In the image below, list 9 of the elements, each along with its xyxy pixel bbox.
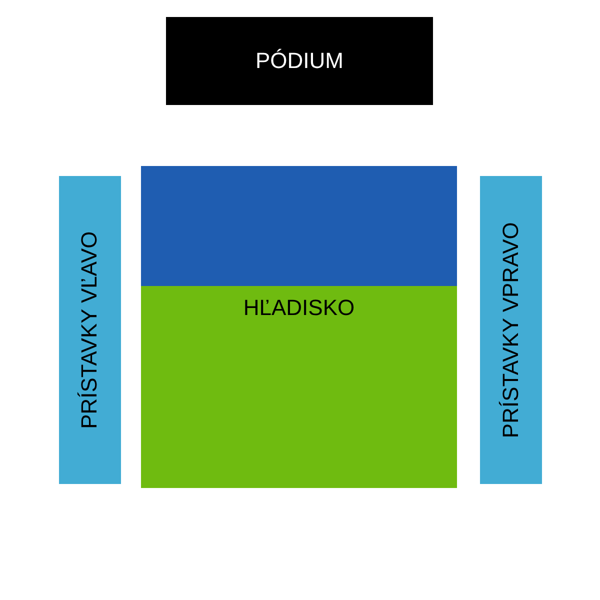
- area-label: PRÍSTAVKY VĽAVO: [78, 231, 102, 429]
- stage-block: [166, 17, 433, 105]
- seating-block: [141, 166, 457, 286]
- area-label: PÓDIUM: [256, 48, 344, 74]
- area-label: PRÍSTAVKY VPRAVO: [498, 222, 524, 438]
- area-label: HĽADISKO: [243, 296, 355, 320]
- side-seating-block: [480, 176, 542, 484]
- auditorium-block: [141, 286, 457, 488]
- side-seating-block: [59, 176, 121, 484]
